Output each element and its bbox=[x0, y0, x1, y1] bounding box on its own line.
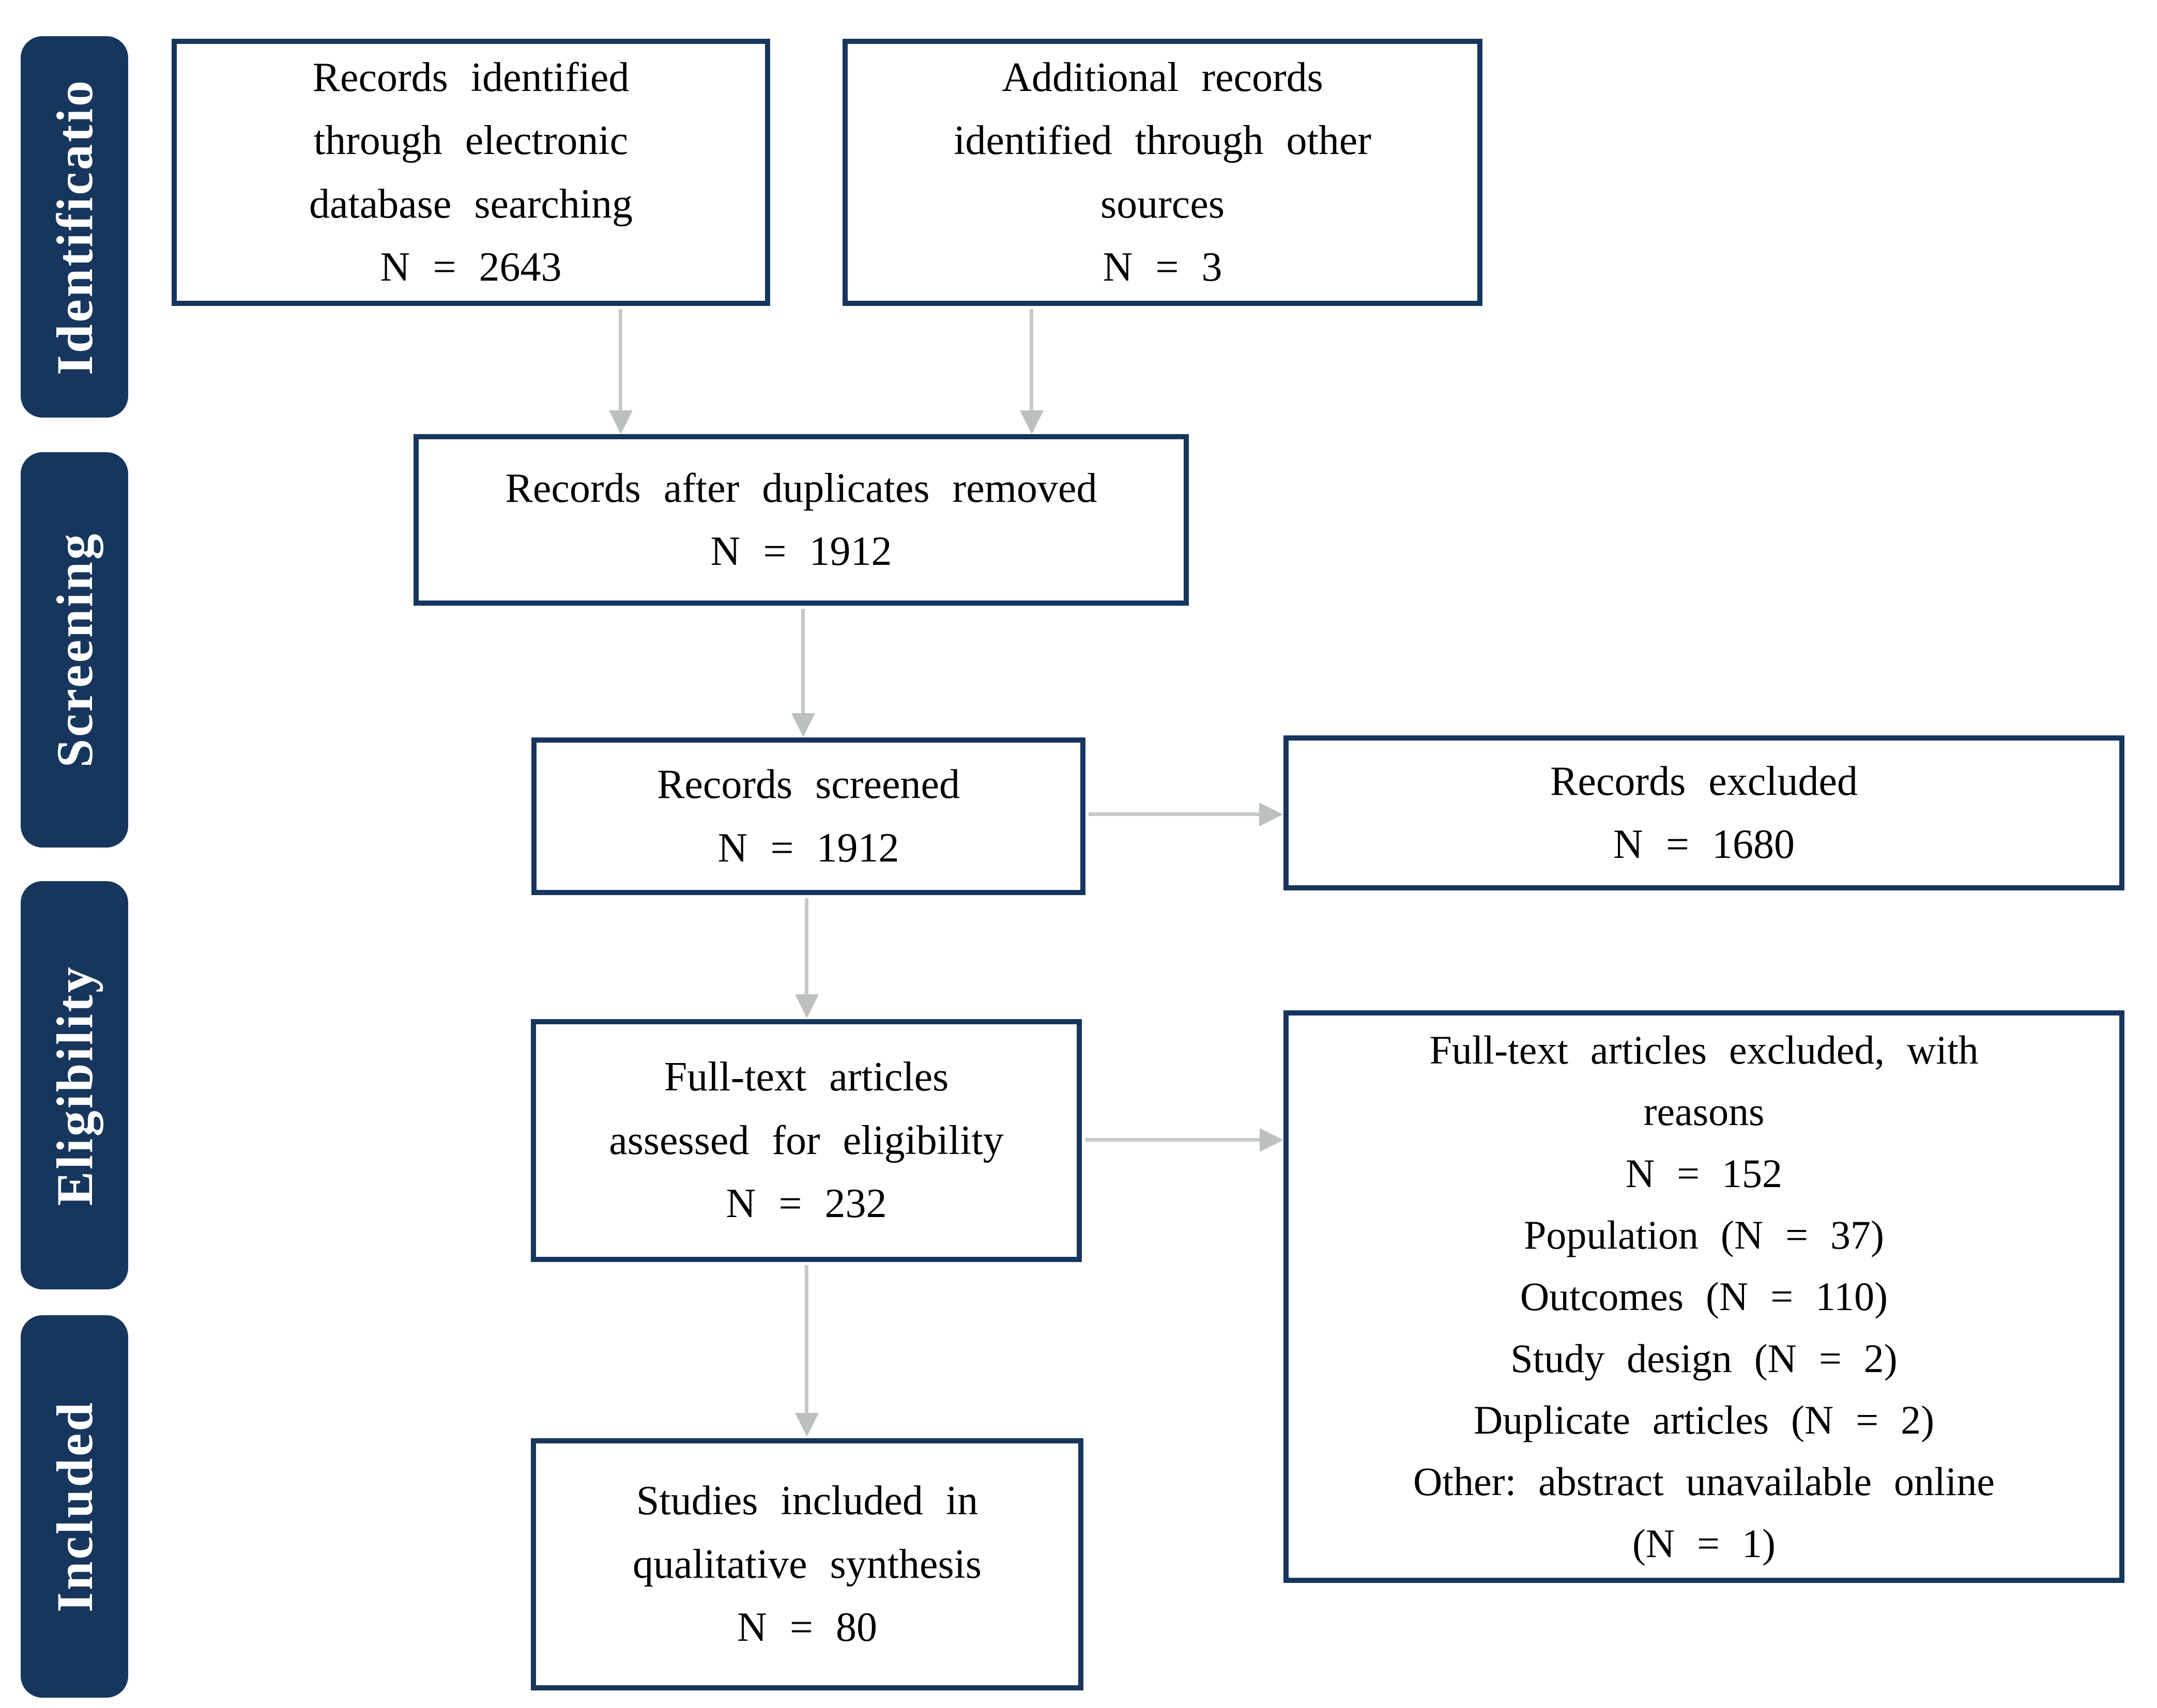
box-records-identified: Records identified through electronic da… bbox=[172, 39, 770, 306]
box-records-screened: Records screened N = 1912 bbox=[531, 737, 1085, 895]
box-duplicates-removed-text: Records after duplicates removed N = 191… bbox=[505, 465, 1097, 574]
stage-label-eligibility: Eligibility bbox=[45, 964, 103, 1206]
arrow-identified-to-deduplicated-head bbox=[609, 410, 633, 434]
box-studies-included: Studies included in qualitative synthesi… bbox=[531, 1438, 1083, 1690]
arrow-additional-to-deduplicated-stem bbox=[1030, 309, 1033, 412]
stage-label-identification: Identificatio bbox=[45, 78, 103, 376]
box-records-screened-text: Records screened N = 1912 bbox=[657, 762, 960, 871]
stage-label-screening: Screening bbox=[45, 532, 103, 768]
box-fulltext-excluded: Full-text articles excluded, with reason… bbox=[1283, 1010, 2124, 1583]
arrow-screened-to-fulltext-head bbox=[795, 994, 819, 1018]
box-records-identified-text: Records identified through electronic da… bbox=[309, 54, 633, 290]
box-fulltext-excluded-text: Full-text articles excluded, with reason… bbox=[1413, 1027, 1995, 1566]
box-records-excluded: Records excluded N = 1680 bbox=[1283, 735, 2124, 890]
stage-label-included: Included bbox=[45, 1401, 103, 1612]
stage-pill-identification: Identificatio bbox=[21, 36, 128, 418]
box-records-excluded-text: Records excluded N = 1680 bbox=[1550, 758, 1858, 867]
arrow-deduplicated-to-screened-stem bbox=[801, 609, 805, 714]
stage-pill-included: Included bbox=[21, 1315, 128, 1698]
stage-pill-eligibility: Eligibility bbox=[21, 881, 128, 1289]
arrow-identified-to-deduplicated-stem bbox=[619, 309, 622, 412]
box-studies-included-text: Studies included in qualitative synthesi… bbox=[632, 1478, 982, 1651]
arrow-deduplicated-to-screened-head bbox=[791, 713, 815, 737]
arrow-screened-to-excluded-stem bbox=[1089, 812, 1260, 816]
arrow-fulltext-to-excluded-stem bbox=[1085, 1138, 1261, 1142]
arrow-fulltext-to-included-stem bbox=[805, 1265, 808, 1415]
stage-pill-screening: Screening bbox=[21, 452, 128, 848]
box-additional-records: Additional records identified through ot… bbox=[843, 39, 1482, 306]
box-fulltext-assessed: Full-text articles assessed for eligibil… bbox=[531, 1019, 1082, 1262]
arrow-additional-to-deduplicated-head bbox=[1020, 410, 1044, 434]
arrow-fulltext-to-included-head bbox=[795, 1413, 819, 1437]
box-fulltext-assessed-text: Full-text articles assessed for eligibil… bbox=[609, 1054, 1004, 1227]
arrow-screened-to-fulltext-stem bbox=[805, 898, 808, 996]
box-additional-records-text: Additional records identified through ot… bbox=[954, 54, 1371, 290]
arrow-fulltext-to-excluded-head bbox=[1260, 1128, 1283, 1152]
box-duplicates-removed: Records after duplicates removed N = 191… bbox=[414, 434, 1189, 606]
arrow-screened-to-excluded-head bbox=[1259, 803, 1283, 826]
